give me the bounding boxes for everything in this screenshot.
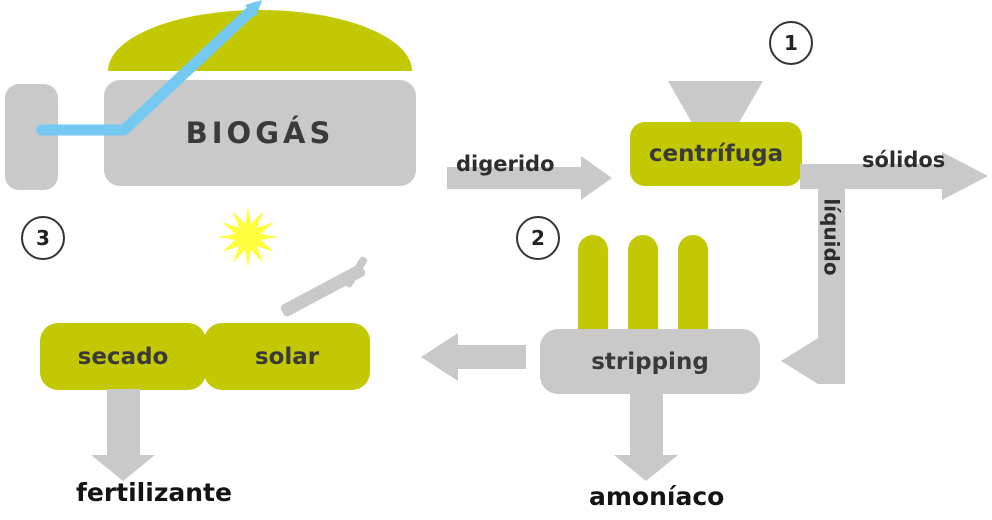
stripping-column (628, 235, 658, 335)
digester-label: BIOGÁS (185, 116, 335, 150)
fertilizante-arrow-shaft (107, 389, 140, 455)
solar-label: solar (254, 343, 320, 370)
stripping-to-secado-arrow-head (421, 333, 458, 381)
solar-box: solar (204, 323, 370, 390)
digerido-label: digerido (456, 152, 555, 176)
sun-icon (218, 207, 278, 267)
step-badge-2: 2 (516, 216, 560, 260)
stripping-column (578, 235, 608, 335)
centrifuga-box: centrífuga (630, 122, 802, 186)
solidos-label: sólidos (862, 148, 946, 172)
secado-label: secado (77, 343, 169, 370)
stripping-box: stripping (540, 329, 760, 394)
liquido-arrow-head (781, 338, 818, 384)
stripping-to-secado-arrow-shaft (458, 345, 526, 369)
stripping-column (678, 235, 708, 335)
step-badge-1: 1 (769, 21, 813, 65)
amoniaco-arrow-shaft (630, 393, 663, 455)
liquido-label: líquido (819, 198, 844, 276)
centrifuga-label: centrífuga (648, 141, 784, 167)
fertilizante-label: fertilizante (76, 478, 232, 507)
step-number: 3 (36, 226, 50, 250)
feed-tank-shape (5, 84, 58, 190)
stripping-label: stripping (591, 348, 709, 375)
amoniaco-arrow-head (614, 455, 678, 481)
amoniaco-label: amoníaco (589, 482, 725, 511)
digerido-arrow-head (581, 156, 612, 200)
secado-box: secado (40, 323, 206, 390)
step-number: 1 (784, 31, 798, 55)
solidos-arrow-head (942, 152, 988, 200)
liquido-arrow-shaft (818, 178, 845, 384)
gas-pipe-icon (36, 0, 262, 136)
step-number: 2 (531, 226, 545, 250)
step-badge-3: 3 (21, 216, 65, 260)
digerido-arrow-shaft (447, 167, 581, 189)
fertilizante-arrow-head (91, 455, 155, 481)
